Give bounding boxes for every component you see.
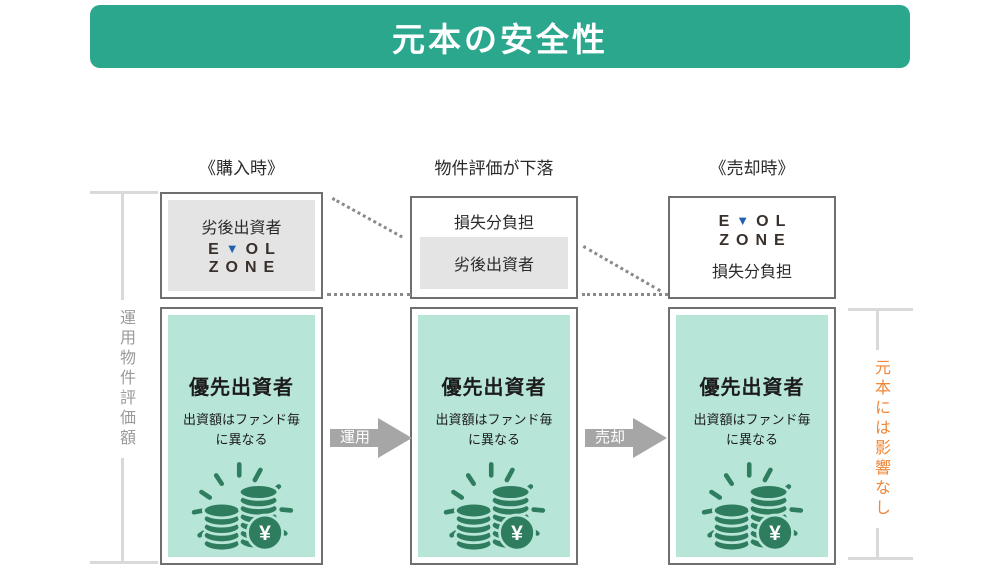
logo-v-triangle-icon: ▼ xyxy=(225,240,246,256)
subordinated-fill: 劣後出資者 E▼OL ZONE xyxy=(168,200,315,291)
priority-label: 優先出資者 xyxy=(441,377,547,399)
logo-line1: E▼OL xyxy=(201,241,282,259)
logo-line1: E▼OL xyxy=(712,213,793,231)
priority-box-purchase: 優先出資者 出資額はファンド毎に異なる xyxy=(160,307,323,565)
dotted-diagonal-2 xyxy=(582,245,662,293)
coin-stack-icon xyxy=(696,457,808,551)
arrow-sale-label: 売却 xyxy=(594,429,625,446)
priority-label: 優先出資者 xyxy=(699,377,805,399)
left-bracket-bottom-cap xyxy=(90,561,158,564)
subordinated-label: 劣後出資者 xyxy=(453,257,534,274)
loss-burden-box-middle: 損失分負担 劣後出資者 xyxy=(410,196,578,299)
logo-letters-ol: OL xyxy=(756,213,793,231)
stage-label-sale: 《売却時》 xyxy=(709,159,795,178)
subordinated-sub-box: 劣後出資者 xyxy=(420,237,568,289)
priority-fill: 優先出資者 出資額はファンド毎に異なる xyxy=(676,315,828,557)
arrow-operation: 運用 xyxy=(330,416,412,460)
logo-line2: ZONE xyxy=(208,259,282,276)
priority-fill: 優先出資者 出資額はファンド毎に異なる xyxy=(418,315,570,557)
loss-burden-label: 損失分負担 xyxy=(711,263,792,281)
arrow-right-icon xyxy=(585,418,667,458)
arrow-operation-label: 運用 xyxy=(339,429,370,446)
logo-letter-e: E xyxy=(208,240,226,258)
logo-letter-e: E xyxy=(718,213,737,231)
arrow-right-icon xyxy=(330,418,412,458)
priority-note: 出資額はファンド毎に異なる xyxy=(182,412,300,448)
coin-stack-icon xyxy=(438,457,550,551)
left-axis-label: 運用物件評価額 xyxy=(110,300,140,458)
dotted-horizontal-1 xyxy=(327,293,411,296)
evol-zone-logo: E▼OL ZONE xyxy=(712,213,793,250)
priority-note: 出資額はファンド毎に異なる xyxy=(435,412,553,448)
evol-zone-logo: E▼OL ZONE xyxy=(201,241,282,278)
loss-burden-box-sale: E▼OL ZONE 損失分負担 xyxy=(668,196,836,299)
arrow-sale: 売却 xyxy=(585,416,667,460)
left-bracket-top-cap xyxy=(90,191,158,194)
subordinated-label: 劣後出資者 xyxy=(201,219,282,237)
dotted-diagonal-1 xyxy=(331,197,403,239)
stage-label-purchase: 《購入時》 xyxy=(199,159,284,178)
subordinated-box-purchase: 劣後出資者 E▼OL ZONE xyxy=(160,192,323,299)
stage-label-valuation-drop: 物件評価が下落 xyxy=(434,159,554,178)
priority-fill: 優先出資者 出資額はファンド毎に異なる xyxy=(168,315,315,557)
logo-line2: ZONE xyxy=(719,231,792,249)
priority-box-middle: 優先出資者 出資額はファンド毎に異なる xyxy=(410,307,578,565)
coin-stack-icon xyxy=(186,457,298,551)
header-banner: 元本の安全性 xyxy=(90,5,910,68)
dotted-horizontal-2 xyxy=(582,293,668,296)
right-bracket-top-cap xyxy=(848,308,913,311)
priority-label: 優先出資者 xyxy=(189,377,294,399)
right-axis-label: 元本には影響なし xyxy=(865,350,895,528)
logo-v-triangle-icon: ▼ xyxy=(736,213,757,229)
right-bracket-bottom-cap xyxy=(848,557,913,560)
priority-box-sale: 優先出資者 出資額はファンド毎に異なる xyxy=(668,307,836,565)
page-title: 元本の安全性 xyxy=(392,20,608,58)
loss-burden-label: 損失分負担 xyxy=(453,215,534,232)
priority-note: 出資額はファンド毎に異なる xyxy=(693,412,811,448)
logo-letters-ol: OL xyxy=(245,240,282,258)
